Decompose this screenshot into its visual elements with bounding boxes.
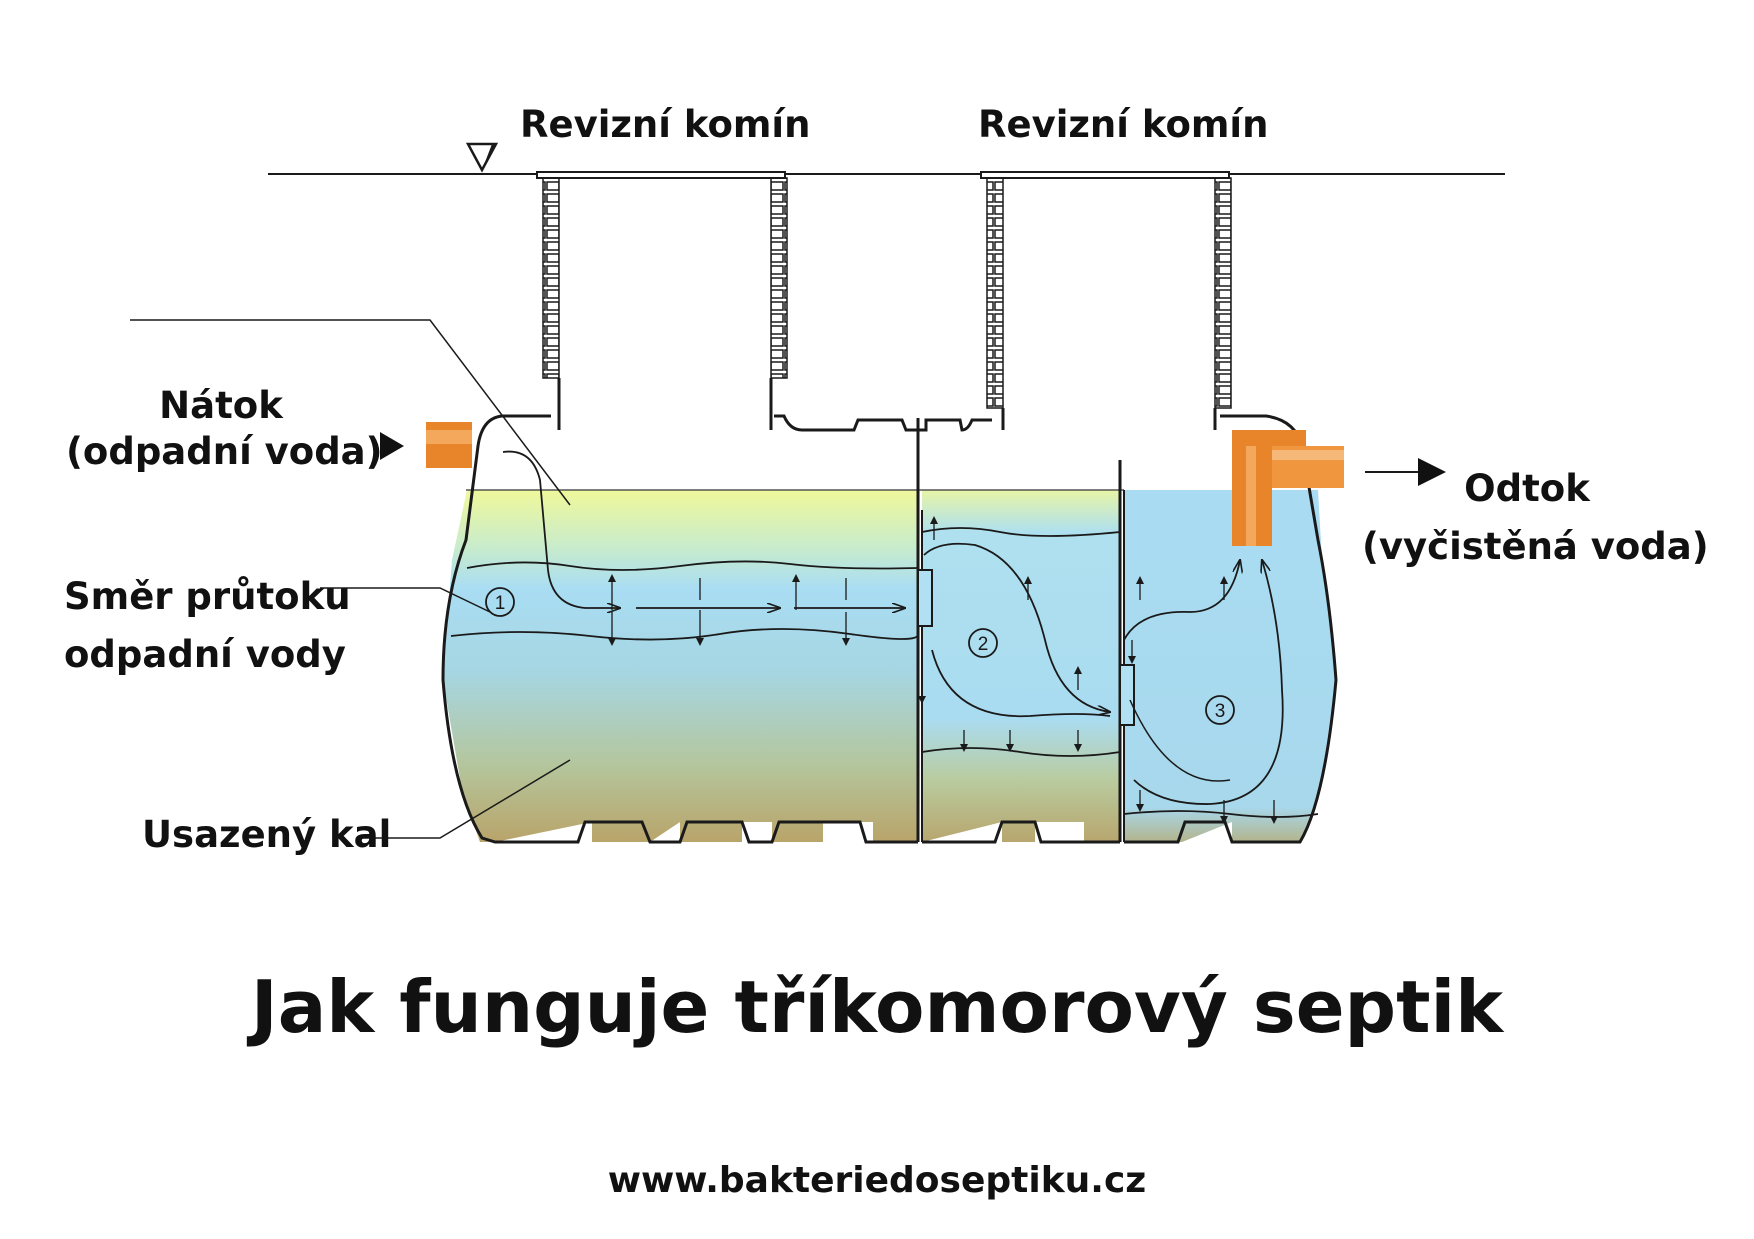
svg-text:1: 1 xyxy=(495,593,506,614)
outflow-arrow-icon xyxy=(1418,458,1446,486)
svg-text:3: 3 xyxy=(1215,701,1226,722)
inspection-chimney-left xyxy=(536,171,788,430)
svg-text:2: 2 xyxy=(978,634,989,655)
inflow-arrow-icon xyxy=(380,432,404,460)
chamber-3-number: 3 xyxy=(1205,695,1235,725)
inlet-pipe xyxy=(426,422,472,468)
chamber-1-fill xyxy=(443,490,918,842)
inspection-chimney-right xyxy=(980,171,1232,430)
chimney-left-label: Revizní komín xyxy=(520,103,811,146)
sludge-label: Usazený kal xyxy=(142,813,392,856)
surface-leader-line xyxy=(130,319,571,506)
flow-direction-label: Směr průtoku odpadní vody xyxy=(64,575,351,676)
chamber-3-fill xyxy=(1124,490,1336,842)
flow-path xyxy=(502,450,620,608)
chamber-2-number: 2 xyxy=(968,628,998,658)
chimney-right-label: Revizní komín xyxy=(978,103,1269,146)
outlet-pipe xyxy=(1232,430,1344,546)
sludge-leader-line xyxy=(360,759,571,839)
page-title: Jak funguje tříkomorový septik xyxy=(250,965,1504,1049)
website-url: www.bakteriedoseptiku.cz xyxy=(607,1160,1147,1201)
flow-leader-line xyxy=(320,587,491,613)
chamber-1-number: 1 xyxy=(485,587,515,617)
chamber-2-fill xyxy=(922,490,1120,842)
inflow-label: Nátok (odpadní voda) xyxy=(66,384,383,474)
outflow-label: Odtok (vyčistěná voda) xyxy=(1362,467,1709,568)
